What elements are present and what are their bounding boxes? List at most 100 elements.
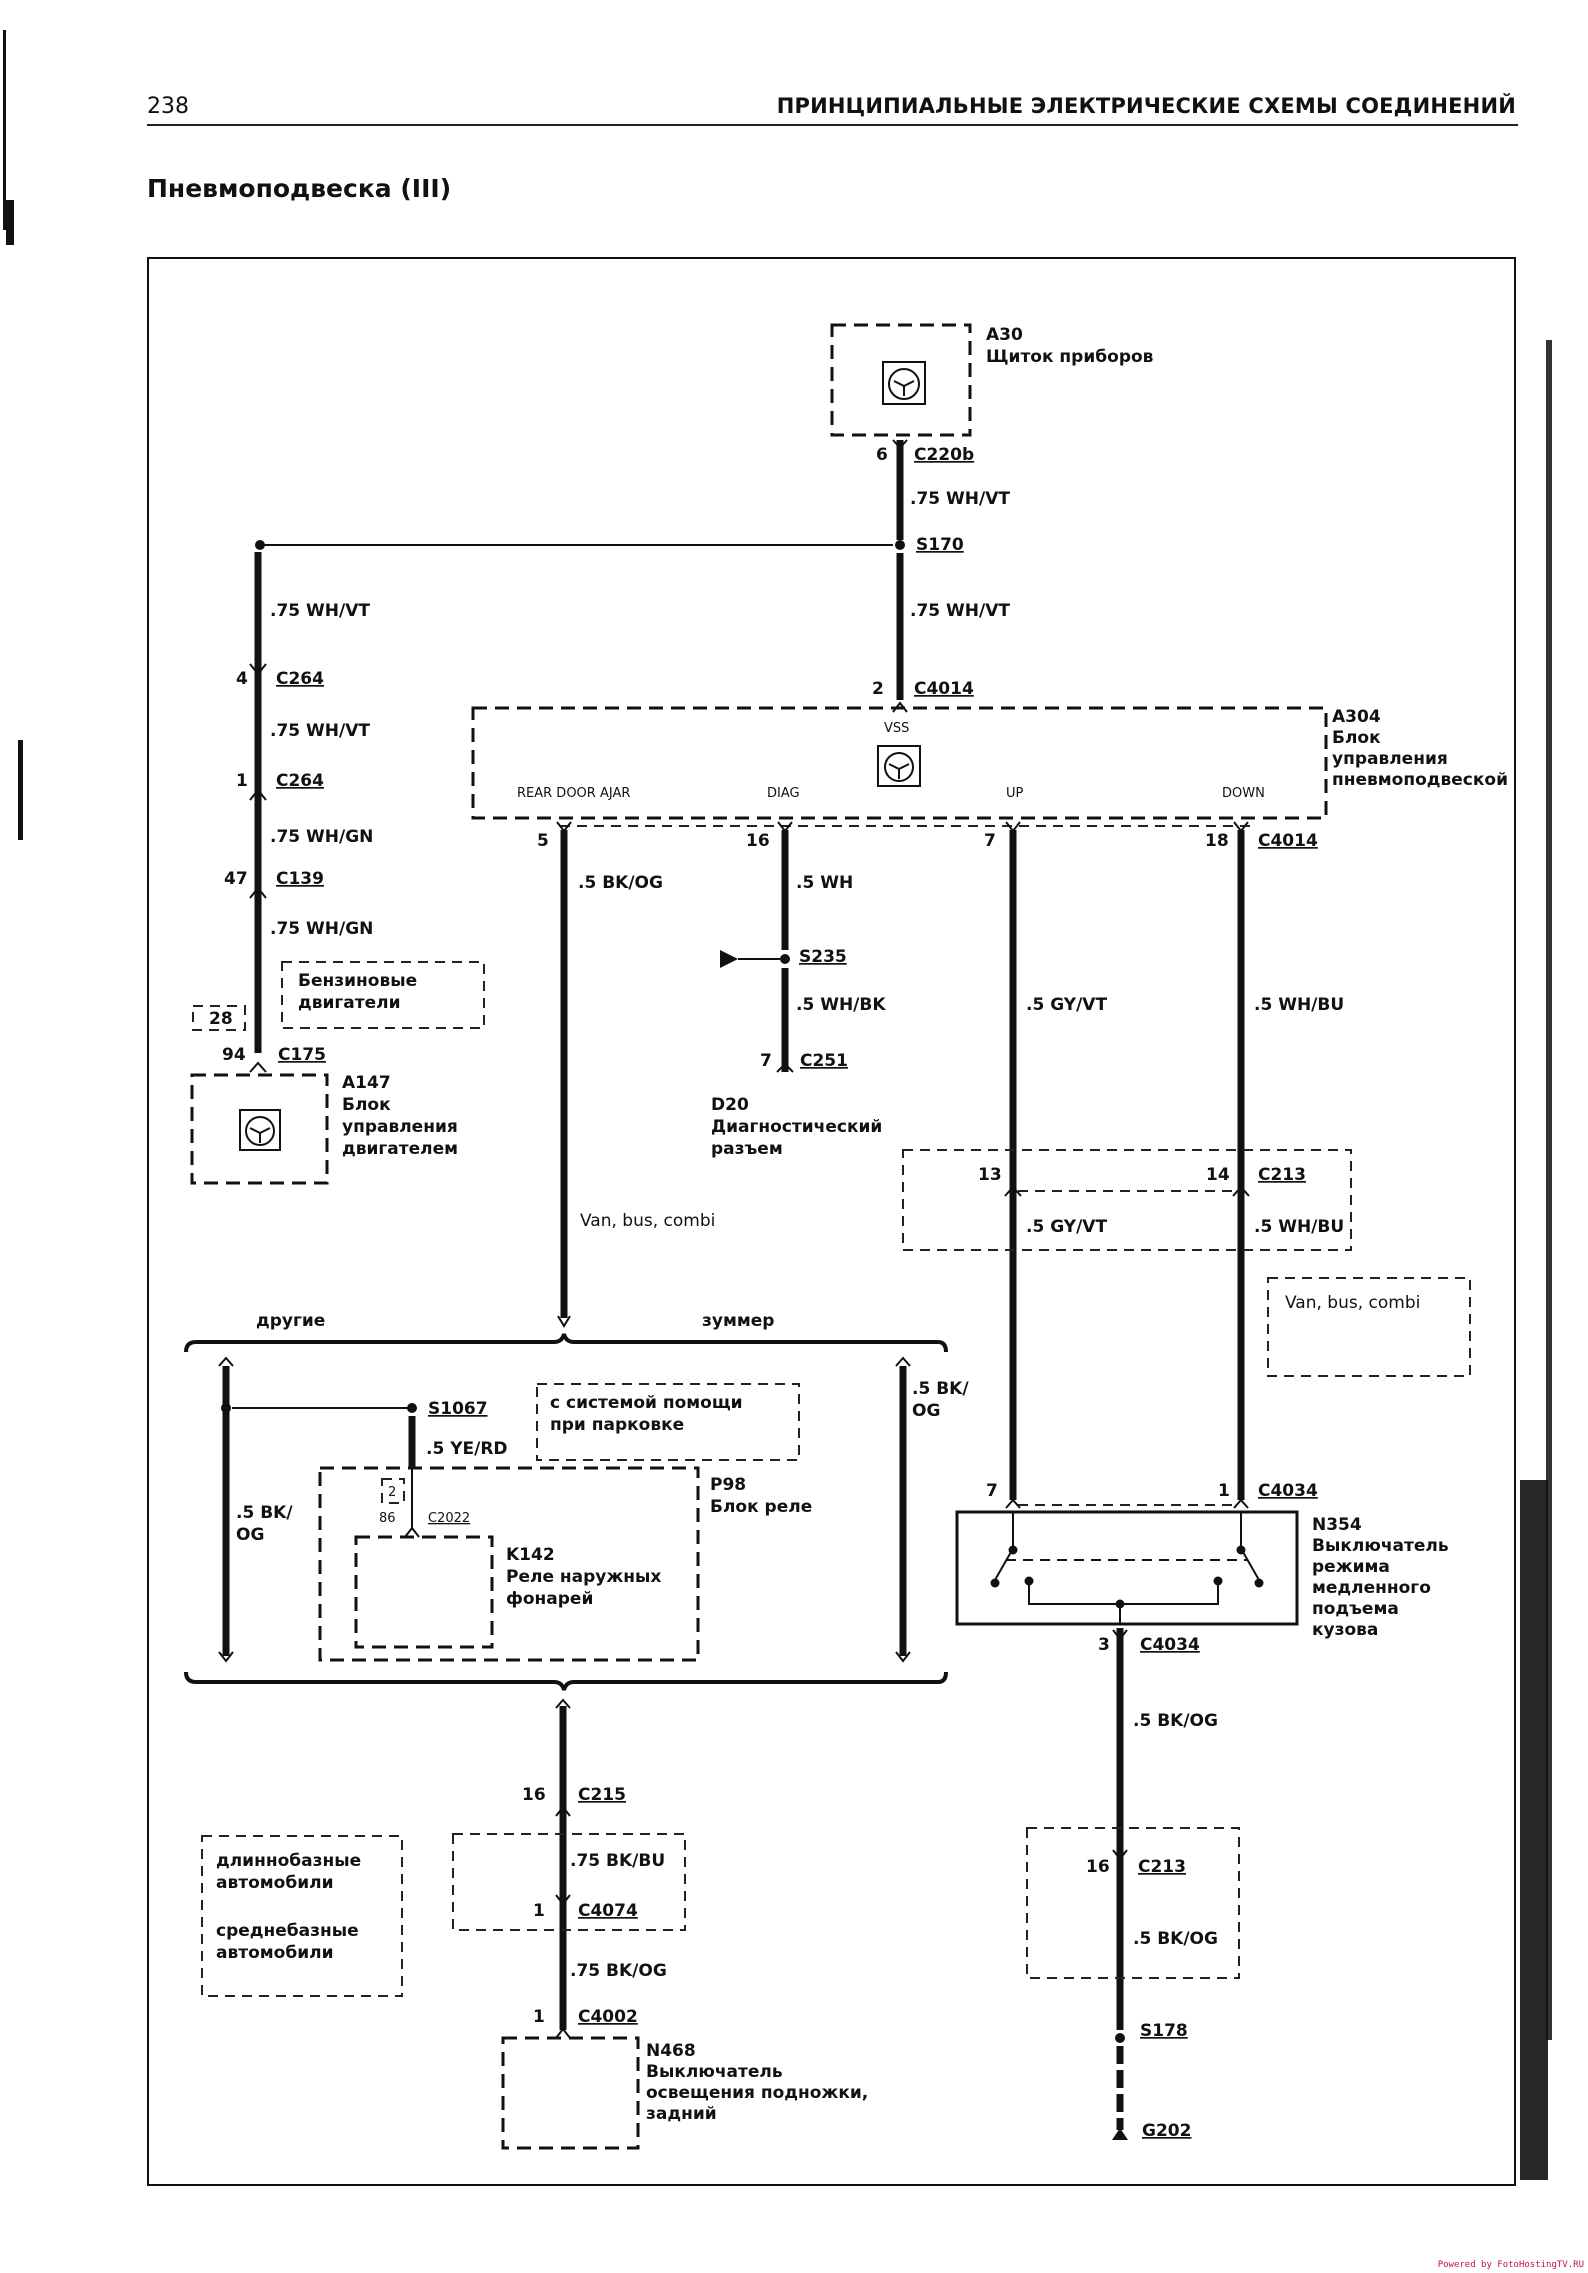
connector-c264-b: C264 — [276, 771, 324, 791]
connector-arrow-c251 — [776, 1062, 794, 1073]
wire-label-c4074-c4002: .75 BK/OG — [570, 1961, 667, 1981]
n354-box — [955, 1510, 1299, 1626]
watermark: Powered by FotoHostingTV.RU — [1437, 2260, 1584, 2270]
n354-name-line2: режима — [1312, 1557, 1390, 1577]
pin-c4014-up: 7 — [984, 831, 996, 851]
d20-name-line1: Диагностический — [711, 1117, 882, 1137]
a304-module-icon — [877, 745, 921, 787]
page-number: 238 — [147, 94, 189, 119]
pin-c4014-top: 2 — [872, 679, 884, 699]
c213-option-box — [902, 1149, 1352, 1251]
brace-top — [184, 1333, 948, 1353]
connector-arrow-c215 — [555, 1805, 571, 1817]
n354-name-line5: кузова — [1312, 1620, 1378, 1640]
connector-arrow-c175 — [249, 1061, 267, 1073]
connector-c264-a: C264 — [276, 669, 324, 689]
p98-name: Блок реле — [710, 1497, 812, 1517]
wire-label-c264-c139: .75 WH/GN — [270, 827, 373, 847]
splice-label-s170: S170 — [916, 535, 964, 555]
pin-c4002: 1 — [533, 2007, 545, 2027]
connector-arrow-rear-door-bottom — [557, 1315, 571, 1328]
a147-name-line3: двигателем — [342, 1139, 458, 1159]
alt-pin-box-c2022 — [381, 1478, 405, 1504]
note-van-right-box — [1267, 1277, 1471, 1377]
connector-arrow-c213-b — [1112, 1849, 1128, 1861]
a304-name-line2: управления — [1332, 749, 1448, 769]
pin-c4034-bottom: 3 — [1098, 1635, 1110, 1655]
alt-pin-c2022: 2 — [388, 1485, 396, 1500]
connector-arrow-buzzer-bottom — [895, 1651, 911, 1663]
connector-c213-a: C213 — [1258, 1165, 1306, 1185]
connector-arrow-buzzer-top — [895, 1356, 911, 1367]
wire-label-buzzer-2: OG — [912, 1401, 940, 1421]
n354-name-line3: медленного — [1312, 1578, 1431, 1598]
connector-c4014-top: C4014 — [914, 679, 974, 699]
wire-label-c139-c175: .75 WH/GN — [270, 919, 373, 939]
c213-b-option-box — [1026, 1827, 1240, 1979]
n354-name-line1: Выключатель — [1312, 1536, 1449, 1556]
note-wheelbase-box — [201, 1835, 403, 1997]
k142-name-line1: Реле наружных — [506, 1567, 661, 1587]
n354-switch-symbol — [990, 1512, 1264, 1624]
connector-arrow-c2022 — [404, 1526, 420, 1538]
note-wheelbase-line2: автомобили — [216, 1873, 333, 1893]
pin-c213-b: 16 — [1086, 1857, 1110, 1877]
pin-c139: 47 — [224, 869, 248, 889]
splice-s178 — [1115, 2033, 1125, 2043]
note-petrol-box — [281, 961, 485, 1029]
wire-label-up-b: .5 GY/VT — [1026, 1217, 1107, 1237]
wire-label-others-1: .5 BK/ — [236, 1503, 293, 1523]
wire-label-s170-a304: .75 WH/VT — [910, 601, 1010, 621]
connector-c220b: C220b — [914, 445, 974, 465]
note-van-bus-combi-right: Van, bus, combi — [1285, 1293, 1420, 1313]
pin-c4014-down: 18 — [1205, 831, 1229, 851]
wire-label-down-b: .5 WH/BU — [1254, 1217, 1344, 1237]
pin-c4014-rear-door: 5 — [537, 831, 549, 851]
pin-c4034-up: 7 — [986, 1481, 998, 1501]
page-header: 238 ПРИНЦИПИАЛЬНЫЕ ЭЛЕКТРИЧЕСКИЕ СХЕМЫ С… — [147, 92, 1518, 126]
n468-id: N468 — [646, 2041, 696, 2061]
connector-c4034-bottom: C4034 — [1140, 1635, 1200, 1655]
connector-c251: C251 — [800, 1051, 848, 1071]
n354-name-line4: подъема — [1312, 1599, 1399, 1619]
connector-c2022: C2022 — [428, 1511, 470, 1526]
page-title: Пневмоподвеска (III) — [147, 174, 452, 203]
wire-label-s170-c264: .75 WH/VT — [270, 601, 370, 621]
scan-artifact-right-blob — [1520, 1480, 1548, 2180]
connector-c4034-top: C4034 — [1258, 1481, 1318, 1501]
a304-pin-down: DOWN — [1222, 786, 1265, 801]
d20-id: D20 — [711, 1095, 749, 1115]
p98-box — [318, 1466, 700, 1662]
pin-c4014-diag: 16 — [746, 831, 770, 851]
scan-artifact-left-blob — [6, 200, 14, 245]
pin-c251: 7 — [760, 1051, 772, 1071]
pin-c264-a: 4 — [236, 669, 248, 689]
pin-c175: 94 — [222, 1045, 246, 1065]
pin-c215: 16 — [522, 1785, 546, 1805]
wire-label-rear-door: .5 BK/OG — [578, 873, 663, 893]
note-wheelbase-line1: длиннобазные — [216, 1851, 361, 1871]
connector-arrow-c4074 — [555, 1894, 571, 1906]
note-wheelbase-line4: автомобили — [216, 1943, 333, 1963]
s235-branch-arrow-icon — [720, 950, 738, 968]
wire-label-down: .5 WH/BU — [1254, 995, 1344, 1015]
connector-arrow-c4034-down — [1233, 1498, 1249, 1509]
pin-c4034-down: 1 — [1218, 1481, 1230, 1501]
scan-artifact-left-mid — [18, 740, 23, 840]
connector-arrow-c4002 — [555, 2027, 571, 2039]
a30-id: A30 — [986, 325, 1023, 345]
section-title: ПРИНЦИПИАЛЬНЫЕ ЭЛЕКТРИЧЕСКИЕ СХЕМЫ СОЕДИ… — [776, 94, 1516, 118]
alt-pin-c175: 28 — [209, 1009, 233, 1029]
splice-label-s178: S178 — [1140, 2021, 1188, 2041]
a304-id: A304 — [1332, 707, 1381, 727]
a304-name-line3: пневмоподвеской — [1332, 770, 1508, 790]
a304-pin-diag: DIAG — [767, 786, 800, 801]
n468-name-line2: освещения подножки, — [646, 2083, 868, 2103]
k142-name-line2: фонарей — [506, 1589, 593, 1609]
scan-artifact-right-strip — [1546, 340, 1552, 2040]
connector-arrow-c220b — [892, 439, 908, 450]
a147-id: A147 — [342, 1073, 391, 1093]
connector-arrow-others-bottom — [218, 1651, 234, 1663]
wire-label-a30-s170: .75 WH/VT — [910, 489, 1010, 509]
